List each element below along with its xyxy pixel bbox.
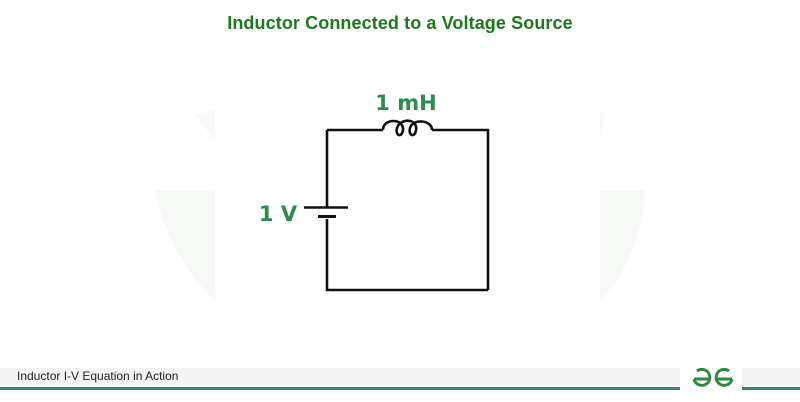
- inductor-coil: [381, 119, 434, 137]
- footer-caption: Inductor I-V Equation in Action: [17, 369, 179, 383]
- watermark-left-shape: [155, 190, 215, 300]
- footer-bar: [0, 368, 680, 386]
- watermark-right-shape: [600, 190, 645, 300]
- wire-top-right: [432, 128, 490, 290]
- inductor-label: 1 mH: [375, 91, 436, 115]
- watermark-left-top: [195, 110, 215, 140]
- wire-bottom: [325, 219, 488, 292]
- circuit-diagram: 1 mH 1 V: [259, 91, 490, 292]
- source-label: 1 V: [259, 202, 298, 226]
- footer-accent-line-left: [0, 387, 680, 390]
- watermark-right-top: [600, 110, 605, 135]
- footer-bar-right: [742, 368, 800, 386]
- footer-accent-line-right: [742, 387, 800, 390]
- diagram-title: Inductor Connected to a Voltage Source: [227, 13, 573, 33]
- geeksforgeeks-logo-icon: [692, 367, 734, 387]
- background-watermark: [0, 0, 800, 360]
